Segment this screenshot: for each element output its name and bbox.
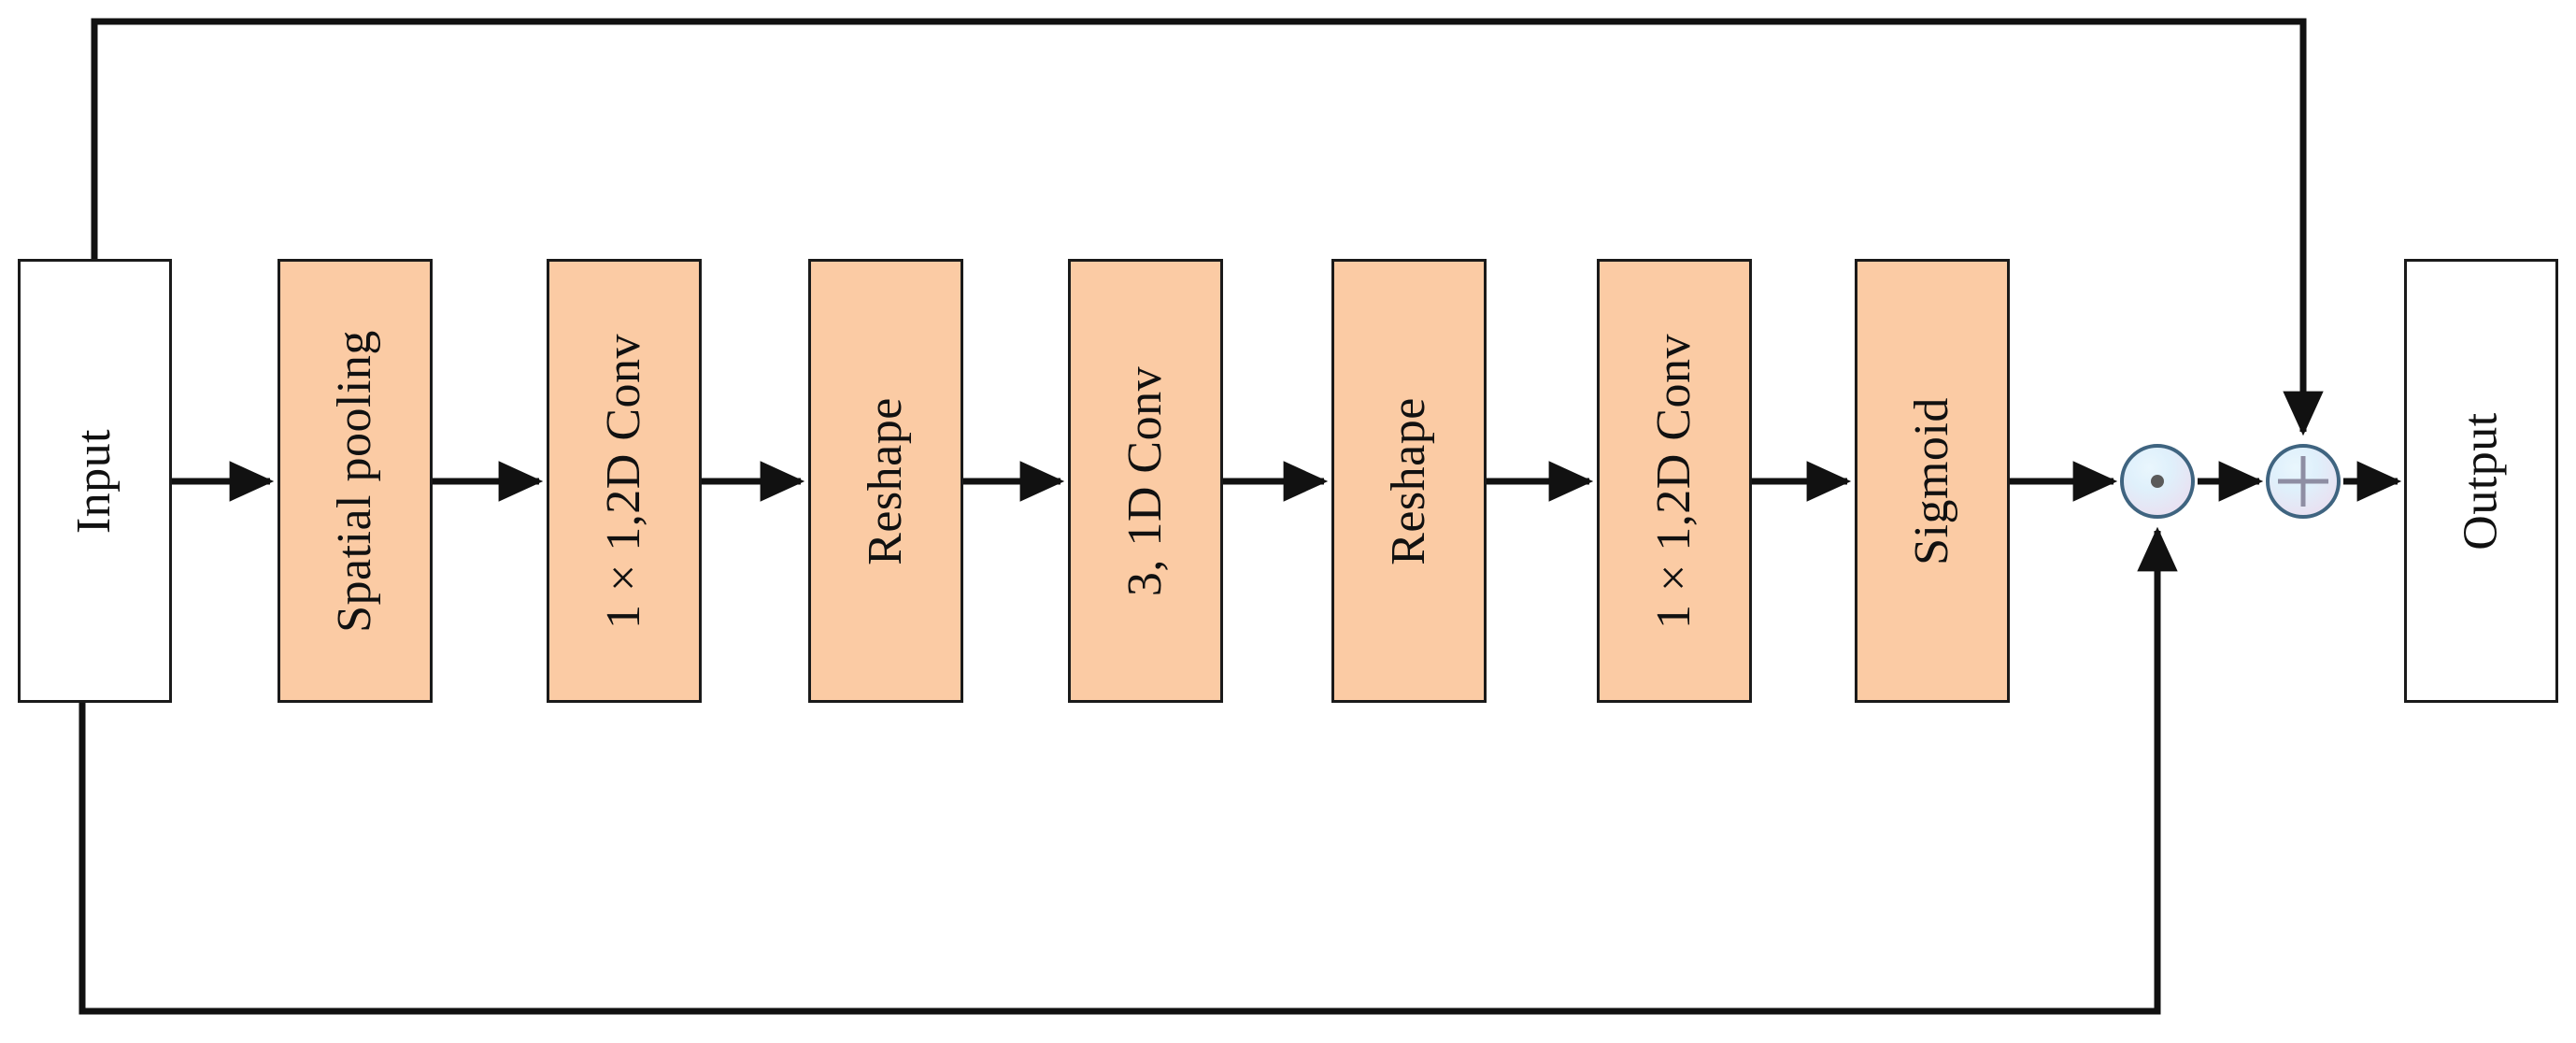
block-conv-2d-1-label: 1 × 1,2D Conv	[597, 333, 650, 629]
block-conv-1d-label: 3, 1D Conv	[1118, 365, 1172, 596]
block-reshape-1-label: Reshape	[859, 396, 913, 565]
block-reshape-2[interactable]: Reshape	[1331, 259, 1487, 703]
block-output[interactable]: Output	[2404, 259, 2558, 703]
multiply-dot-icon	[2151, 475, 2164, 488]
block-sigmoid-label: Sigmoid	[1905, 396, 1959, 565]
add-plus-icon	[2278, 456, 2328, 507]
block-spatial-pooling-label: Spatial pooling	[328, 329, 382, 633]
block-output-label: Output	[2454, 411, 2508, 550]
block-input-label: Input	[67, 428, 121, 534]
block-conv-1d[interactable]: 3, 1D Conv	[1068, 259, 1223, 703]
block-sigmoid[interactable]: Sigmoid	[1855, 259, 2010, 703]
block-conv-2d-2-label: 1 × 1,2D Conv	[1647, 333, 1701, 629]
block-conv-2d-2[interactable]: 1 × 1,2D Conv	[1597, 259, 1752, 703]
multiply-operator-node[interactable]	[2120, 444, 2195, 519]
block-reshape-1[interactable]: Reshape	[808, 259, 963, 703]
block-conv-2d-1[interactable]: 1 × 1,2D Conv	[547, 259, 702, 703]
block-input[interactable]: Input	[18, 259, 172, 703]
block-spatial-pooling[interactable]: Spatial pooling	[278, 259, 433, 703]
add-operator-node[interactable]	[2266, 444, 2341, 519]
block-reshape-2-label: Reshape	[1382, 396, 1436, 565]
